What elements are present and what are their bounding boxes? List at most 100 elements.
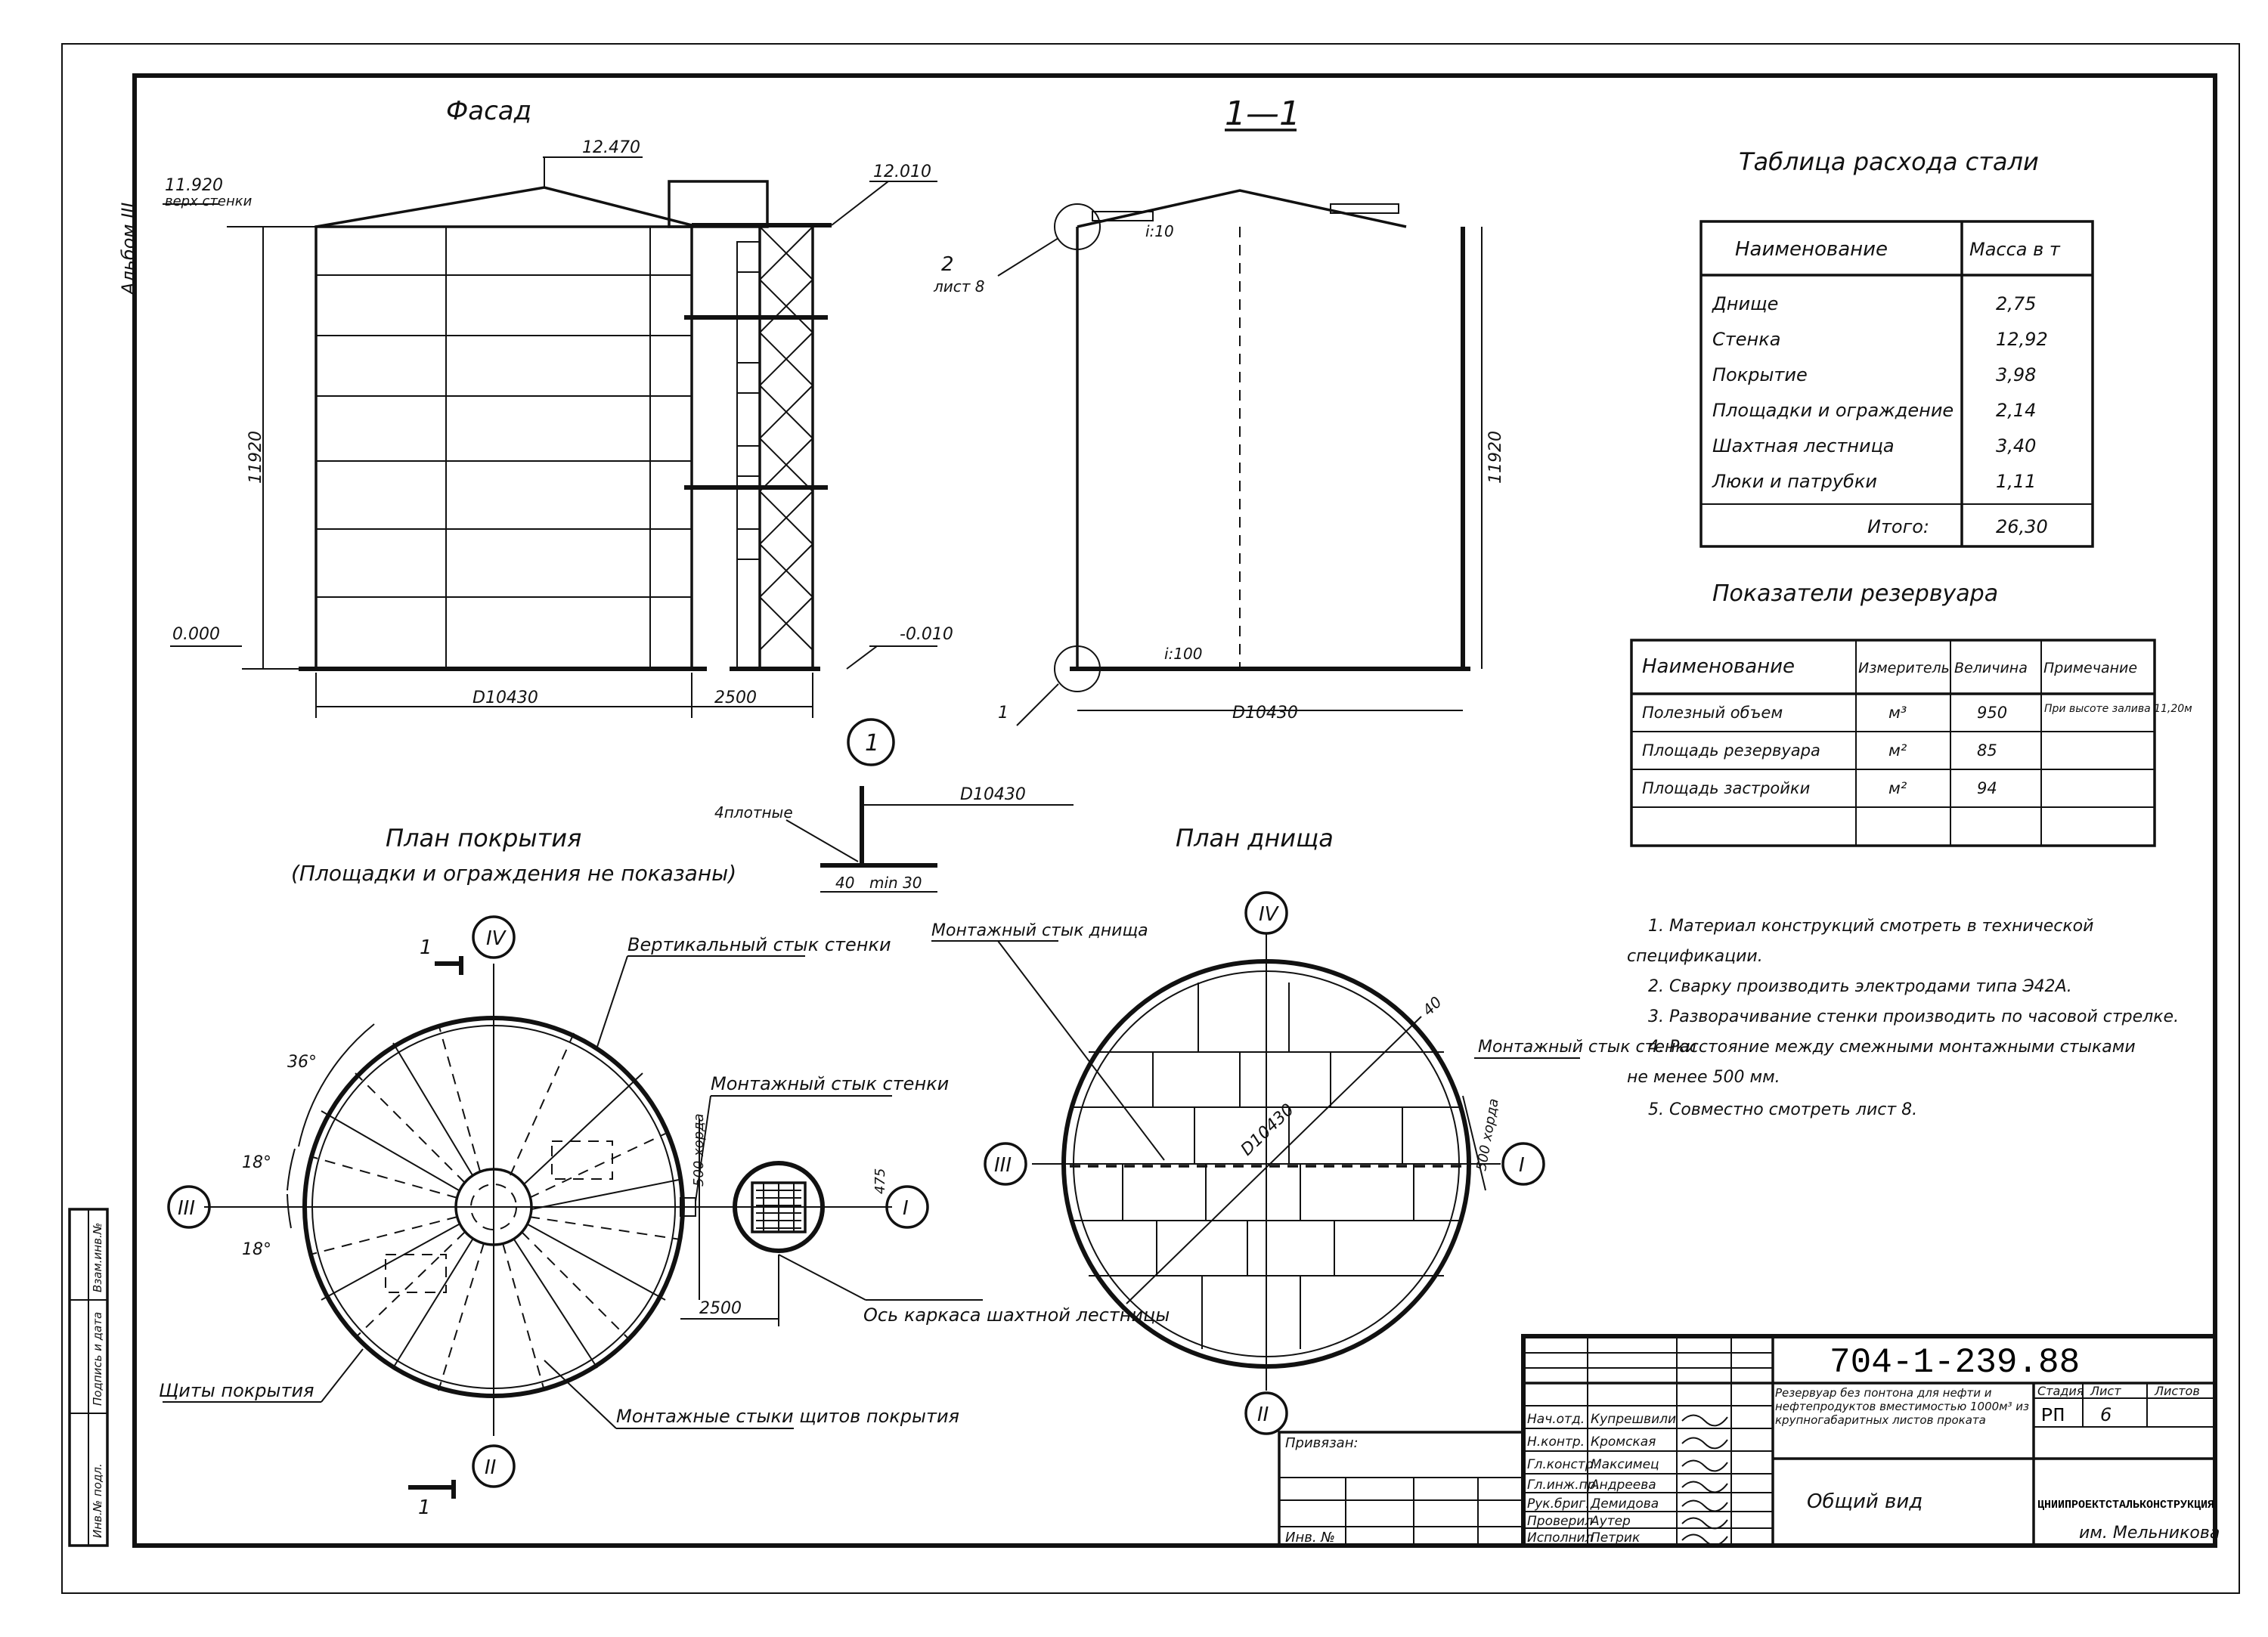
tb-name: Купрешвили: [1591, 1412, 1676, 1427]
roof-plan-subtitle: (Площадки и ограждения не показаны): [291, 861, 736, 886]
outer-frame: [61, 43, 2240, 1594]
note-line: не менее 500 мм.: [1627, 1068, 1780, 1087]
steel-total-value: 26,30: [1996, 516, 2048, 537]
tb-description-box: Резервуар без понтона для нефти и нефтеп…: [1775, 1386, 2029, 1427]
tb-name: Аутер: [1590, 1514, 1631, 1529]
tb-name: Демидова: [1590, 1496, 1659, 1512]
signature: [1681, 1414, 1728, 1427]
tb-sheets-h: Листов: [2154, 1384, 2200, 1398]
callout-2-sheet: лист 8: [933, 277, 985, 296]
detail-diameter: D10430: [960, 785, 1026, 804]
roof-dim-2500: 2500: [699, 1299, 742, 1318]
tank-row-name: Полезный объем: [1642, 704, 1783, 722]
roof-dim-475: 475: [872, 1168, 888, 1194]
tb-role: Гл.инж.пр.: [1527, 1478, 1600, 1493]
stamp-podpis: Подпись и дата: [91, 1312, 104, 1406]
tb-name: Кромская: [1591, 1434, 1656, 1450]
roof-mount-joint: Монтажный стык стенки: [711, 1073, 949, 1094]
bottom-plan-title: План днища: [1176, 824, 1334, 853]
tank-h-value: Величина: [1954, 660, 2028, 676]
cut-1-top: 1: [420, 936, 432, 959]
tank-row-name: Площадь застройки: [1642, 779, 1810, 797]
steel-row-mass: 2,75: [1996, 293, 2036, 314]
note-line: 4. Расстояние между смежными монтажными …: [1648, 1038, 2136, 1057]
tb-name: Петрик: [1591, 1530, 1641, 1546]
section-height-dim: 11920: [1486, 431, 1505, 484]
steel-table-title: Таблица расхода стали: [1739, 147, 2039, 176]
steel-row-name: Стенка: [1712, 329, 1780, 350]
steel-row-mass: 3,40: [1996, 435, 2036, 456]
roof-plan-title: План покрытия: [386, 824, 581, 853]
roof-shields: Щиты покрытия: [159, 1380, 314, 1401]
angle-36: 36°: [287, 1053, 317, 1072]
stamp-inv: Инв.№ подл.: [91, 1463, 104, 1538]
tb-role: Н.контр.: [1527, 1434, 1585, 1450]
facade-diameter: D10430: [472, 689, 538, 707]
note-line: 3. Разворачивание стенки производить по …: [1648, 1007, 2179, 1026]
steel-row-mass: 1,11: [1996, 471, 2036, 492]
tank-row-unit: м²: [1888, 741, 1907, 760]
bottom-axis-II: II: [1257, 1403, 1269, 1426]
bottom-axis-III: III: [994, 1154, 1012, 1177]
tb-stage-h: Стадия: [2037, 1384, 2084, 1398]
note-line: 2. Сварку производить электродами типа Э…: [1648, 977, 2072, 996]
facade-title: Фасад: [446, 96, 531, 126]
tb-privyazan: Привязан:: [1285, 1435, 1359, 1451]
tank-row-value: 950: [1977, 704, 2007, 722]
side-stamp: Взам.инв.№ Подпись и дата Инв.№ подл.: [68, 1208, 109, 1547]
roof-axis-III: III: [178, 1197, 195, 1220]
bottom-mount-wall: Монтажный стык стенки: [1478, 1038, 1696, 1057]
facade-ladder-offset: 2500: [714, 689, 757, 707]
signature: [1681, 1517, 1728, 1530]
section-roof: [1077, 189, 1407, 228]
detail-dim-40: 40: [835, 874, 854, 892]
tb-sheet: 6: [2100, 1404, 2112, 1425]
tank-h-name: Наименование: [1642, 655, 1795, 678]
roof-axis-IV: IV: [486, 927, 507, 950]
facade-roof: [315, 186, 692, 228]
inner-frame: [132, 73, 2217, 1548]
signature: [1681, 1533, 1728, 1546]
facade-height-dim: 11920: [246, 431, 265, 484]
steel-table: Таблица расхода стали Наименование Масса…: [1699, 147, 2094, 548]
section-view: 1—1 i:10 i:100 2 лист 8 1 11920 D10430: [933, 94, 1505, 726]
tb-role: Гл.констр.: [1527, 1457, 1597, 1472]
tb-role: Исполнил: [1527, 1530, 1594, 1546]
bottom-plan: План днища D: [931, 824, 1696, 1435]
callout-2: 2: [941, 253, 954, 276]
steel-row-mass: 2,14: [1996, 400, 2036, 421]
steel-row-mass: 12,92: [1996, 329, 2048, 350]
tank-h-note: Примечание: [2043, 660, 2137, 676]
tank-row-unit: м²: [1888, 779, 1907, 797]
tank-table: Показатели резервуара Наименование Измер…: [1630, 580, 2192, 847]
steel-row-name: Покрытие: [1712, 364, 1808, 385]
roof-axis-II: II: [485, 1456, 496, 1479]
tb-org2: им. Мельникова: [2079, 1524, 2220, 1543]
tb-name: Максимец: [1591, 1457, 1659, 1472]
facade-view: Фасад 12.470 12.010 11.: [163, 96, 953, 718]
elev-roof: 12.470: [582, 138, 640, 157]
tank-row-unit: м³: [1888, 704, 1907, 722]
tb-role: Нач.отд.: [1527, 1412, 1585, 1427]
bottom-axis-IV: IV: [1259, 903, 1280, 926]
tb-sheet-h: Лист: [2090, 1384, 2121, 1398]
general-notes: 1. Материал конструкций смотреть в техни…: [1627, 917, 2179, 1119]
roof-ladder-axis: Ось каркаса шахтной лестницы: [863, 1304, 1170, 1326]
elev-zero: 0.000: [172, 625, 220, 644]
ladder-shaft: [758, 224, 814, 671]
steel-row-name: Площадки и ограждение: [1712, 400, 1954, 421]
detail-weld: 4плотные: [714, 803, 793, 822]
bottom-mount-joint: Монтажный стык днища: [931, 921, 1148, 940]
signature: [1681, 1499, 1728, 1512]
tb-code: 704-1-239.88: [1830, 1343, 2080, 1382]
note-line: 1. Материал конструкций смотреть в техни…: [1648, 917, 2093, 936]
roof-vert-joint: Вертикальный стык стенки: [627, 934, 891, 955]
tb-role: Рук.бриг.: [1527, 1496, 1590, 1512]
cut-1-bottom: 1: [418, 1496, 431, 1519]
roof-plan: План покрытия (Площадки и ограждения не …: [159, 824, 1170, 1519]
elev-minus: -0.010: [900, 625, 953, 644]
tank-row-value: 94: [1977, 779, 1997, 797]
roof-dim-500: 500 хорда: [691, 1113, 707, 1187]
bottom-dim-40: 40: [1419, 993, 1445, 1020]
